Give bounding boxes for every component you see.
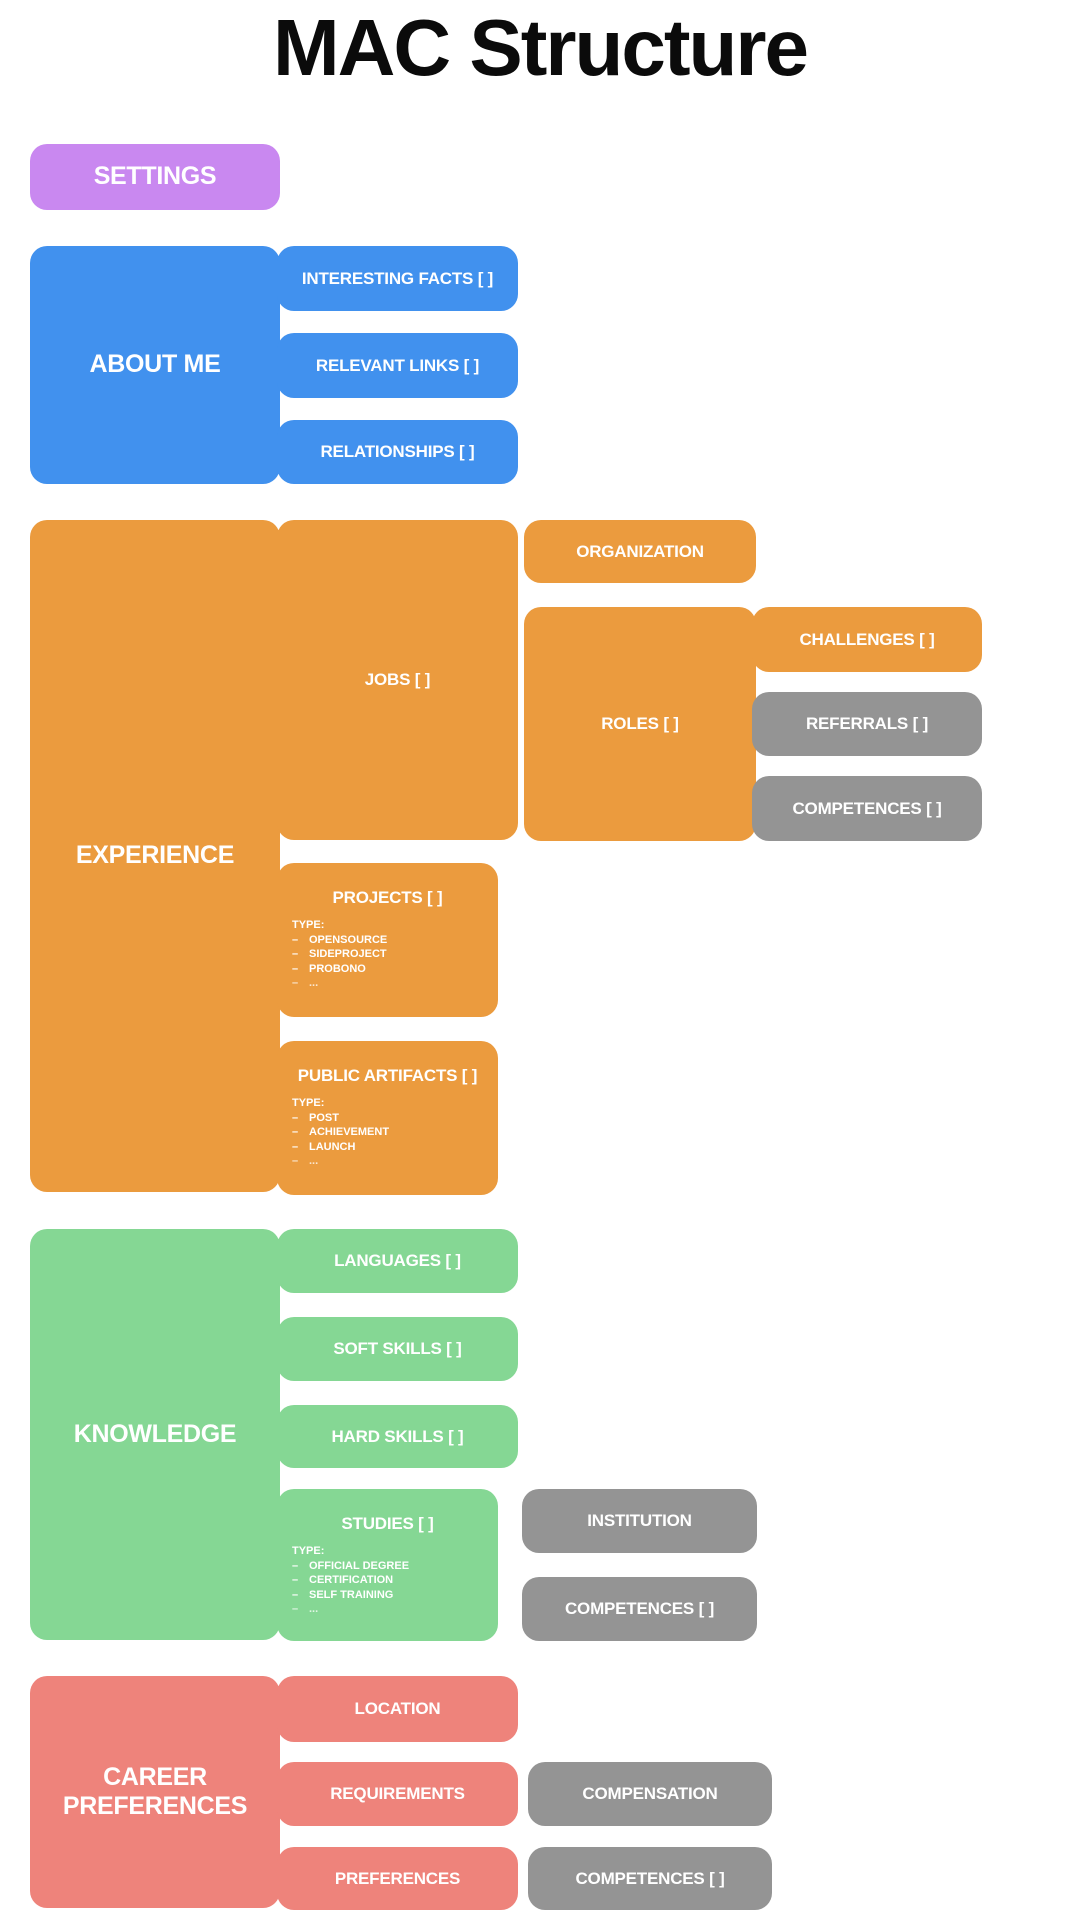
node-projects-label: PROJECTS [ ] bbox=[332, 888, 443, 907]
node-knowledge[interactable]: KNOWLEDGE bbox=[30, 1229, 280, 1640]
type-item-label: OFFICIAL DEGREE bbox=[309, 1559, 410, 1572]
node-competences-studies[interactable]: COMPETENCES [ ] bbox=[522, 1577, 757, 1641]
type-item: –CERTIFICATION bbox=[292, 1573, 490, 1588]
type-item-label: PROBONO bbox=[309, 962, 366, 975]
node-settings-label: SETTINGS bbox=[93, 162, 217, 191]
type-item-label: ... bbox=[309, 1155, 319, 1167]
type-item-label: ACHIEVEMENT bbox=[309, 1126, 390, 1138]
dash-bullet: – bbox=[292, 1603, 299, 1615]
node-experience-label: EXPERIENCE bbox=[75, 841, 235, 870]
node-compensation-label: COMPENSATION bbox=[582, 1784, 718, 1803]
node-jobs-label: JOBS [ ] bbox=[364, 670, 431, 689]
type-item: –PROBONO bbox=[292, 962, 490, 977]
node-relationships-label: RELATIONSHIPS [ ] bbox=[320, 442, 475, 461]
dash-bullet: – bbox=[292, 1126, 299, 1138]
node-public-artifacts[interactable]: PUBLIC ARTIFACTS [ ] TYPE: –POST –ACHIEV… bbox=[277, 1041, 498, 1195]
node-requirements-label: REQUIREMENTS bbox=[330, 1784, 465, 1803]
dash-bullet: – bbox=[292, 1155, 299, 1167]
type-item: –OFFICIAL DEGREE bbox=[292, 1559, 490, 1574]
node-organization[interactable]: ORGANIZATION bbox=[524, 520, 756, 583]
node-relevant-links-label: RELEVANT LINKS [ ] bbox=[315, 355, 480, 375]
node-soft-skills-label: SOFT SKILLS [ ] bbox=[333, 1339, 462, 1358]
dash-bullet: – bbox=[292, 977, 299, 989]
type-item-label: ... bbox=[309, 977, 319, 989]
node-organization-label: ORGANIZATION bbox=[576, 541, 704, 561]
type-heading: TYPE: bbox=[292, 1545, 325, 1557]
type-item: –SELF TRAINING bbox=[292, 1588, 490, 1603]
node-knowledge-label: KNOWLEDGE bbox=[73, 1419, 237, 1448]
node-experience[interactable]: EXPERIENCE bbox=[30, 520, 280, 1192]
node-soft-skills[interactable]: SOFT SKILLS [ ] bbox=[277, 1317, 518, 1381]
type-item: –SIDEPROJECT bbox=[292, 947, 490, 962]
node-about-me[interactable]: ABOUT ME bbox=[30, 246, 280, 484]
node-career-preferences[interactable]: CAREER PREFERENCES bbox=[30, 1676, 280, 1908]
type-heading: TYPE: bbox=[292, 919, 325, 931]
type-item-label: SELF TRAINING bbox=[309, 1588, 394, 1601]
node-relevant-links[interactable]: RELEVANT LINKS [ ] bbox=[277, 333, 518, 398]
type-item: –... bbox=[292, 1602, 490, 1617]
node-institution[interactable]: INSTITUTION bbox=[522, 1489, 757, 1553]
node-preferences-label: PREFERENCES bbox=[334, 1868, 461, 1888]
node-interesting-facts-label: INTERESTING FACTS [ ] bbox=[301, 268, 494, 288]
node-settings[interactable]: SETTINGS bbox=[30, 144, 280, 210]
node-compensation[interactable]: COMPENSATION bbox=[528, 1762, 772, 1826]
node-interesting-facts[interactable]: INTERESTING FACTS [ ] bbox=[277, 246, 518, 311]
dash-bullet: – bbox=[292, 1588, 299, 1601]
node-requirements[interactable]: REQUIREMENTS bbox=[277, 1762, 518, 1826]
node-studies-label: STUDIES [ ] bbox=[341, 1514, 434, 1533]
public-artifacts-type-list: TYPE: –POST –ACHIEVEMENT –LAUNCH –... bbox=[292, 1096, 490, 1169]
node-relationships[interactable]: RELATIONSHIPS [ ] bbox=[277, 420, 518, 484]
node-studies[interactable]: STUDIES [ ] TYPE: –OFFICIAL DEGREE –CERT… bbox=[277, 1489, 498, 1641]
node-competences-studies-label: COMPETENCES [ ] bbox=[564, 1599, 715, 1618]
type-item: –POST bbox=[292, 1111, 490, 1126]
node-projects[interactable]: PROJECTS [ ] TYPE: –OPENSOURCE –SIDEPROJ… bbox=[277, 863, 498, 1017]
node-institution-label: INSTITUTION bbox=[587, 1511, 692, 1530]
node-jobs[interactable]: JOBS [ ] bbox=[277, 520, 518, 840]
type-item-label: ... bbox=[309, 1603, 319, 1615]
node-preferences[interactable]: PREFERENCES bbox=[277, 1847, 518, 1910]
type-item-label: LAUNCH bbox=[309, 1140, 356, 1153]
type-item: –OPENSOURCE bbox=[292, 933, 490, 948]
node-referrals-label: REFERRALS [ ] bbox=[805, 714, 929, 733]
type-item-label: POST bbox=[309, 1111, 339, 1124]
node-competences-career[interactable]: COMPETENCES [ ] bbox=[528, 1847, 772, 1910]
dash-bullet: – bbox=[292, 933, 299, 946]
dash-bullet: – bbox=[292, 1111, 299, 1124]
type-item-label: CERTIFICATION bbox=[309, 1574, 394, 1586]
node-about-me-label: ABOUT ME bbox=[89, 350, 221, 379]
node-hard-skills[interactable]: HARD SKILLS [ ] bbox=[277, 1405, 518, 1468]
node-languages[interactable]: LANGUAGES [ ] bbox=[277, 1229, 518, 1293]
node-location-label: LOCATION bbox=[354, 1699, 441, 1718]
studies-type-list: TYPE: –OFFICIAL DEGREE –CERTIFICATION –S… bbox=[292, 1544, 490, 1617]
type-item-label: SIDEPROJECT bbox=[309, 948, 387, 960]
type-item: –ACHIEVEMENT bbox=[292, 1125, 490, 1140]
page-title: MAC Structure bbox=[272, 3, 809, 92]
node-roles[interactable]: ROLES [ ] bbox=[524, 607, 756, 841]
node-career-preferences-label: CAREER PREFERENCES bbox=[62, 1762, 248, 1821]
node-referrals[interactable]: REFERRALS [ ] bbox=[752, 692, 982, 756]
type-item: –LAUNCH bbox=[292, 1140, 490, 1155]
node-roles-label: ROLES [ ] bbox=[601, 714, 679, 733]
dash-bullet: – bbox=[292, 1574, 299, 1586]
type-item-label: OPENSOURCE bbox=[309, 933, 388, 946]
dash-bullet: – bbox=[292, 1559, 299, 1572]
node-competences-roles-label: COMPETENCES [ ] bbox=[792, 798, 942, 818]
node-location[interactable]: LOCATION bbox=[277, 1676, 518, 1742]
dash-bullet: – bbox=[292, 1140, 299, 1153]
type-heading: TYPE: bbox=[292, 1097, 325, 1109]
node-challenges-label: CHALLENGES [ ] bbox=[799, 629, 935, 649]
node-public-artifacts-label: PUBLIC ARTIFACTS [ ] bbox=[297, 1066, 478, 1085]
projects-type-list: TYPE: –OPENSOURCE –SIDEPROJECT –PROBONO … bbox=[292, 918, 490, 991]
node-hard-skills-label: HARD SKILLS [ ] bbox=[331, 1426, 464, 1446]
node-languages-label: LANGUAGES [ ] bbox=[334, 1251, 461, 1270]
node-competences-career-label: COMPETENCES [ ] bbox=[575, 1868, 725, 1888]
dash-bullet: – bbox=[292, 962, 299, 975]
dash-bullet: – bbox=[292, 948, 299, 960]
type-item: –... bbox=[292, 976, 490, 991]
node-challenges[interactable]: CHALLENGES [ ] bbox=[752, 607, 982, 672]
node-competences-roles[interactable]: COMPETENCES [ ] bbox=[752, 776, 982, 841]
type-item: –... bbox=[292, 1154, 490, 1169]
